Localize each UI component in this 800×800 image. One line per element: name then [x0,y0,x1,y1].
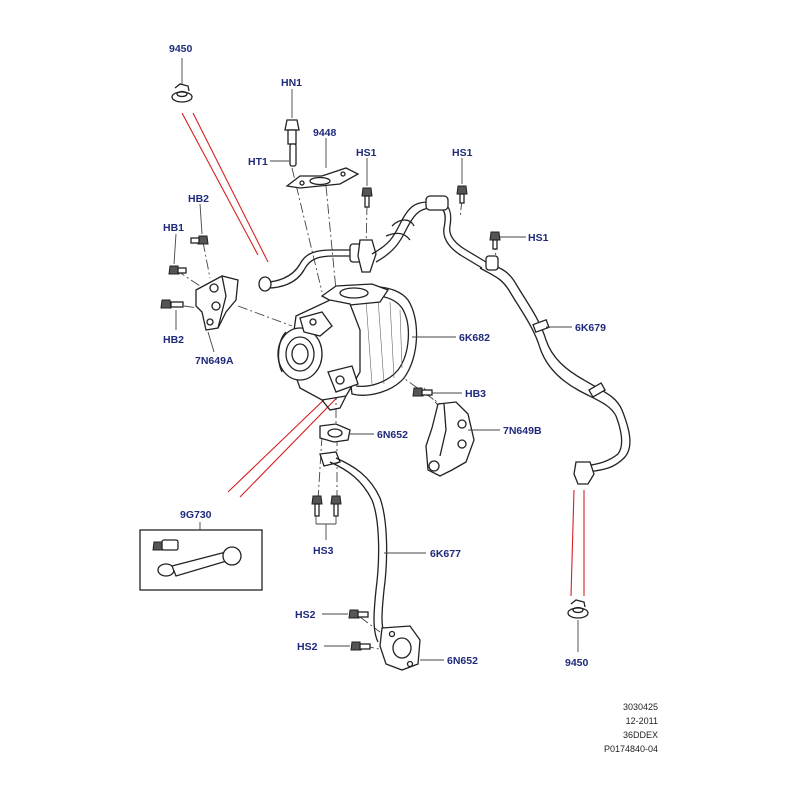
leader-lines [173,58,579,661]
label-hb1: HB1 [163,222,184,234]
oil-pipe-upper [371,195,487,269]
label-9g730: 9G730 [180,509,212,521]
kit-box-9g730 [139,529,263,591]
label-6n652-top: 6N652 [377,429,408,441]
label-6k677: 6K677 [430,548,461,560]
oil-return-pipe-6k679 [479,255,631,485]
footer-line-1: 3030425 [623,702,658,712]
label-hn1: HN1 [281,77,302,89]
footer-reference: 3030425 12-2011 36DDEX P0174840-04 [604,702,658,754]
label-7n649a: 7N649A [195,355,234,367]
turbocharger-6k682 [277,283,418,411]
label-ht1: HT1 [248,156,268,168]
washer-9450-top [171,83,193,103]
bolt-hb3 [412,387,433,397]
gasket-9448 [285,167,360,189]
label-hb2-top: HB2 [188,193,209,205]
label-6k679: 6K679 [575,322,606,334]
oil-feed-pipe-left [258,239,377,292]
footer-line-4: P0174840-04 [604,744,658,754]
label-hs1-a: HS1 [356,147,377,159]
label-6k682: 6K682 [459,332,490,344]
gasket-6n652-top [319,423,351,443]
label-9448: 9448 [313,127,337,139]
bolt-hs2-b [350,641,371,651]
label-hs3: HS3 [313,545,334,557]
bolt-hb2-top [190,235,209,245]
bracket-7n649b [425,401,475,477]
footer-line-3: 36DDEX [623,730,658,740]
part-labels: 9450 HN1 9448 HT1 HS1 HS1 HS1 HB2 HB1 HB… [163,43,606,669]
label-hs2-b: HS2 [297,641,318,653]
bolt-hs1-b [456,185,468,204]
label-9450-bottom: 9450 [565,657,589,669]
label-hb2-bottom: HB2 [163,334,184,346]
bolt-hb2-bottom [160,299,184,309]
label-6n652-bottom: 6N652 [447,655,478,667]
washer-9450-bottom [567,599,589,619]
label-7n649b: 7N649B [503,425,542,437]
label-hs1-b: HS1 [452,147,473,159]
label-9450-top: 9450 [169,43,193,55]
label-hs1-c: HS1 [528,232,549,244]
label-hs2-a: HS2 [295,609,316,621]
bolts-hs3 [311,495,342,517]
bolt-hs1-a [361,187,373,208]
bolt-hs2-a [348,609,369,619]
stud-ht1-nut-hn1 [284,119,300,167]
label-hb3: HB3 [465,388,486,400]
bolt-hb1 [168,265,187,275]
bracket-7n649a [195,275,239,331]
bolt-hs1-c [489,231,501,250]
footer-line-2: 12-2011 [626,716,658,726]
oil-drain-pipe-6k677 [319,451,421,671]
